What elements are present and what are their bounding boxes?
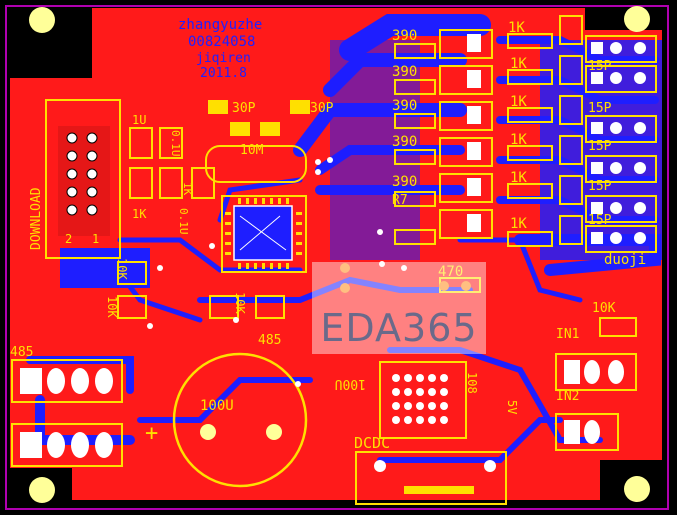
author-name: zhangyuzhe: [178, 17, 262, 33]
download-header: [45, 99, 121, 259]
n108-label: 108: [465, 372, 479, 394]
header-pin1-label: 1: [92, 232, 99, 246]
cap-plus-sign: +: [145, 421, 158, 446]
cap-30p-a-label: 30P: [232, 101, 256, 116]
mounting-hole-bl: [29, 477, 55, 503]
r390-3-label: 390: [392, 98, 417, 114]
rs485-connector-a: [11, 359, 123, 403]
servo-headers: [559, 15, 657, 253]
r470-label: 470: [438, 264, 463, 280]
rs485-a-label: 485: [10, 345, 33, 360]
mounting-hole-tr: [624, 6, 650, 32]
r15p-1-label: 15P: [588, 59, 612, 74]
passives-left: [117, 127, 285, 319]
res-01u-a-label: 0.1U: [169, 130, 182, 157]
r390-5-label: 390: [392, 174, 417, 190]
cap-30p-b-label: 30P: [310, 101, 334, 116]
res-10k-b-label: 10K: [105, 296, 119, 318]
input-connectors: [555, 317, 637, 451]
r7-label: R7: [392, 193, 408, 208]
r1k-5-label: 1K: [510, 170, 527, 186]
crystal-label: 10M: [240, 143, 264, 158]
r1k-3-label: 1K: [510, 94, 527, 110]
mounting-hole-br: [624, 476, 650, 502]
author-id: 00824058: [188, 34, 255, 50]
author-lab: jiqiren: [196, 51, 251, 66]
p5v-label: 5V: [505, 400, 519, 414]
in2-label: IN2: [556, 389, 579, 404]
res-10k-d-label: 10K: [592, 301, 616, 316]
rs485-b-label: 485: [258, 333, 281, 348]
rs485-connector-b: [11, 423, 123, 467]
res-1k-a-label: 1K: [181, 182, 194, 196]
res-01u-b-label: 0.1U: [177, 208, 190, 235]
r390-2-label: 390: [392, 64, 417, 80]
duoji-label: duoji: [604, 252, 646, 268]
resistor-array-390: [394, 29, 493, 245]
dcdc-module: [355, 361, 507, 505]
download-label: DOWNLOAD: [29, 187, 44, 250]
r15p-2-label: 15P: [588, 101, 612, 116]
r1k-6-label: 1K: [510, 216, 527, 232]
res-10k-a-label: 10K: [115, 258, 129, 280]
res-1u-label: 1U: [132, 113, 146, 127]
crystal-footprint: [208, 100, 310, 136]
watermark-backdrop: [312, 262, 486, 354]
res-1k-b-label: 1K: [132, 207, 147, 221]
ground-pour-left: [60, 248, 150, 288]
vias: [147, 157, 407, 387]
dcdc-label: DCDC: [354, 434, 390, 452]
r15p-3-label: 15P: [588, 139, 612, 154]
electrolytic-cap: [172, 352, 308, 488]
r15p-5-label: 15P: [588, 213, 612, 228]
r390-4-label: 390: [392, 134, 417, 150]
mcu-footprint: [221, 195, 307, 273]
mounting-hole-tl: [29, 7, 55, 33]
header-pin2-label: 2: [65, 232, 72, 246]
cap100u-b-label: 100U: [335, 376, 366, 391]
r390-1-label: 390: [392, 28, 417, 44]
r15p-4-label: 15P: [588, 179, 612, 194]
r1k-1-label: 1K: [508, 20, 525, 36]
resistor-array-1k: [507, 33, 553, 247]
watermark-text: EDA365: [320, 306, 478, 350]
cap100u-a-label: 100U: [200, 398, 234, 414]
res-10k-c-label: 10K: [233, 292, 247, 314]
author-date: 2011.8: [200, 66, 247, 81]
r1k-2-label: 1K: [510, 56, 527, 72]
in1-label: IN1: [556, 327, 579, 342]
r1k-4-label: 1K: [510, 132, 527, 148]
